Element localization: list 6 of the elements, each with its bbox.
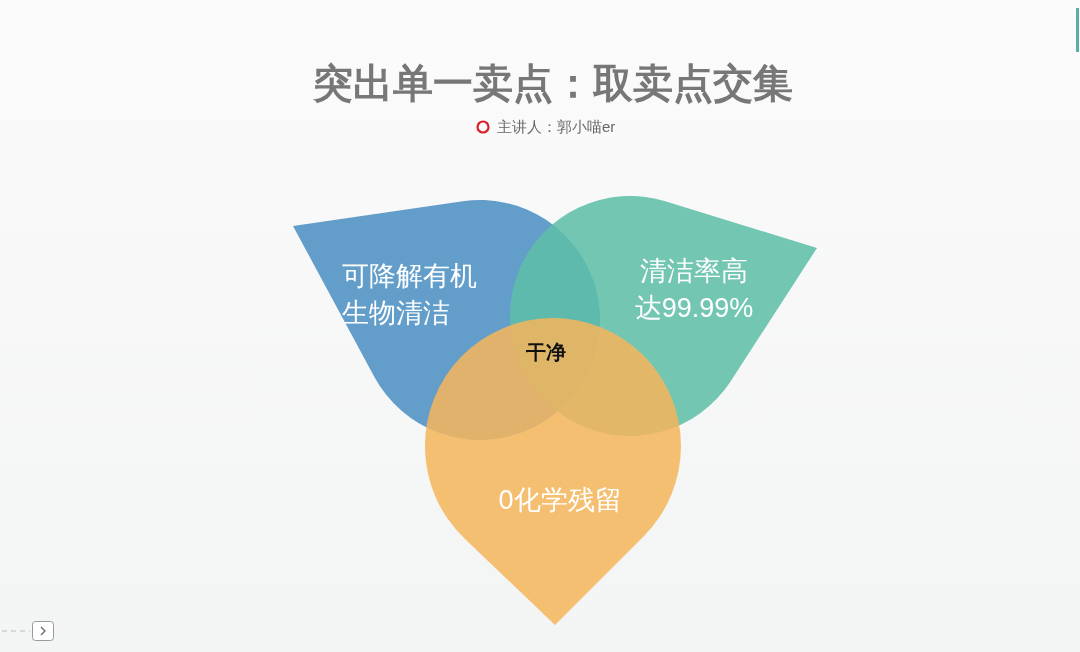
- petal-label: 可降解有机生物清洁: [342, 260, 478, 330]
- petal-label: 0化学残留: [497, 484, 623, 517]
- intersection-label: 干净: [526, 340, 566, 365]
- speaker-label: 主讲人：郭小喵er: [497, 117, 616, 137]
- petal-label: 清洁率高达99.99%: [633, 255, 755, 325]
- title: 突出单一卖点：取卖点交集: [311, 60, 794, 107]
